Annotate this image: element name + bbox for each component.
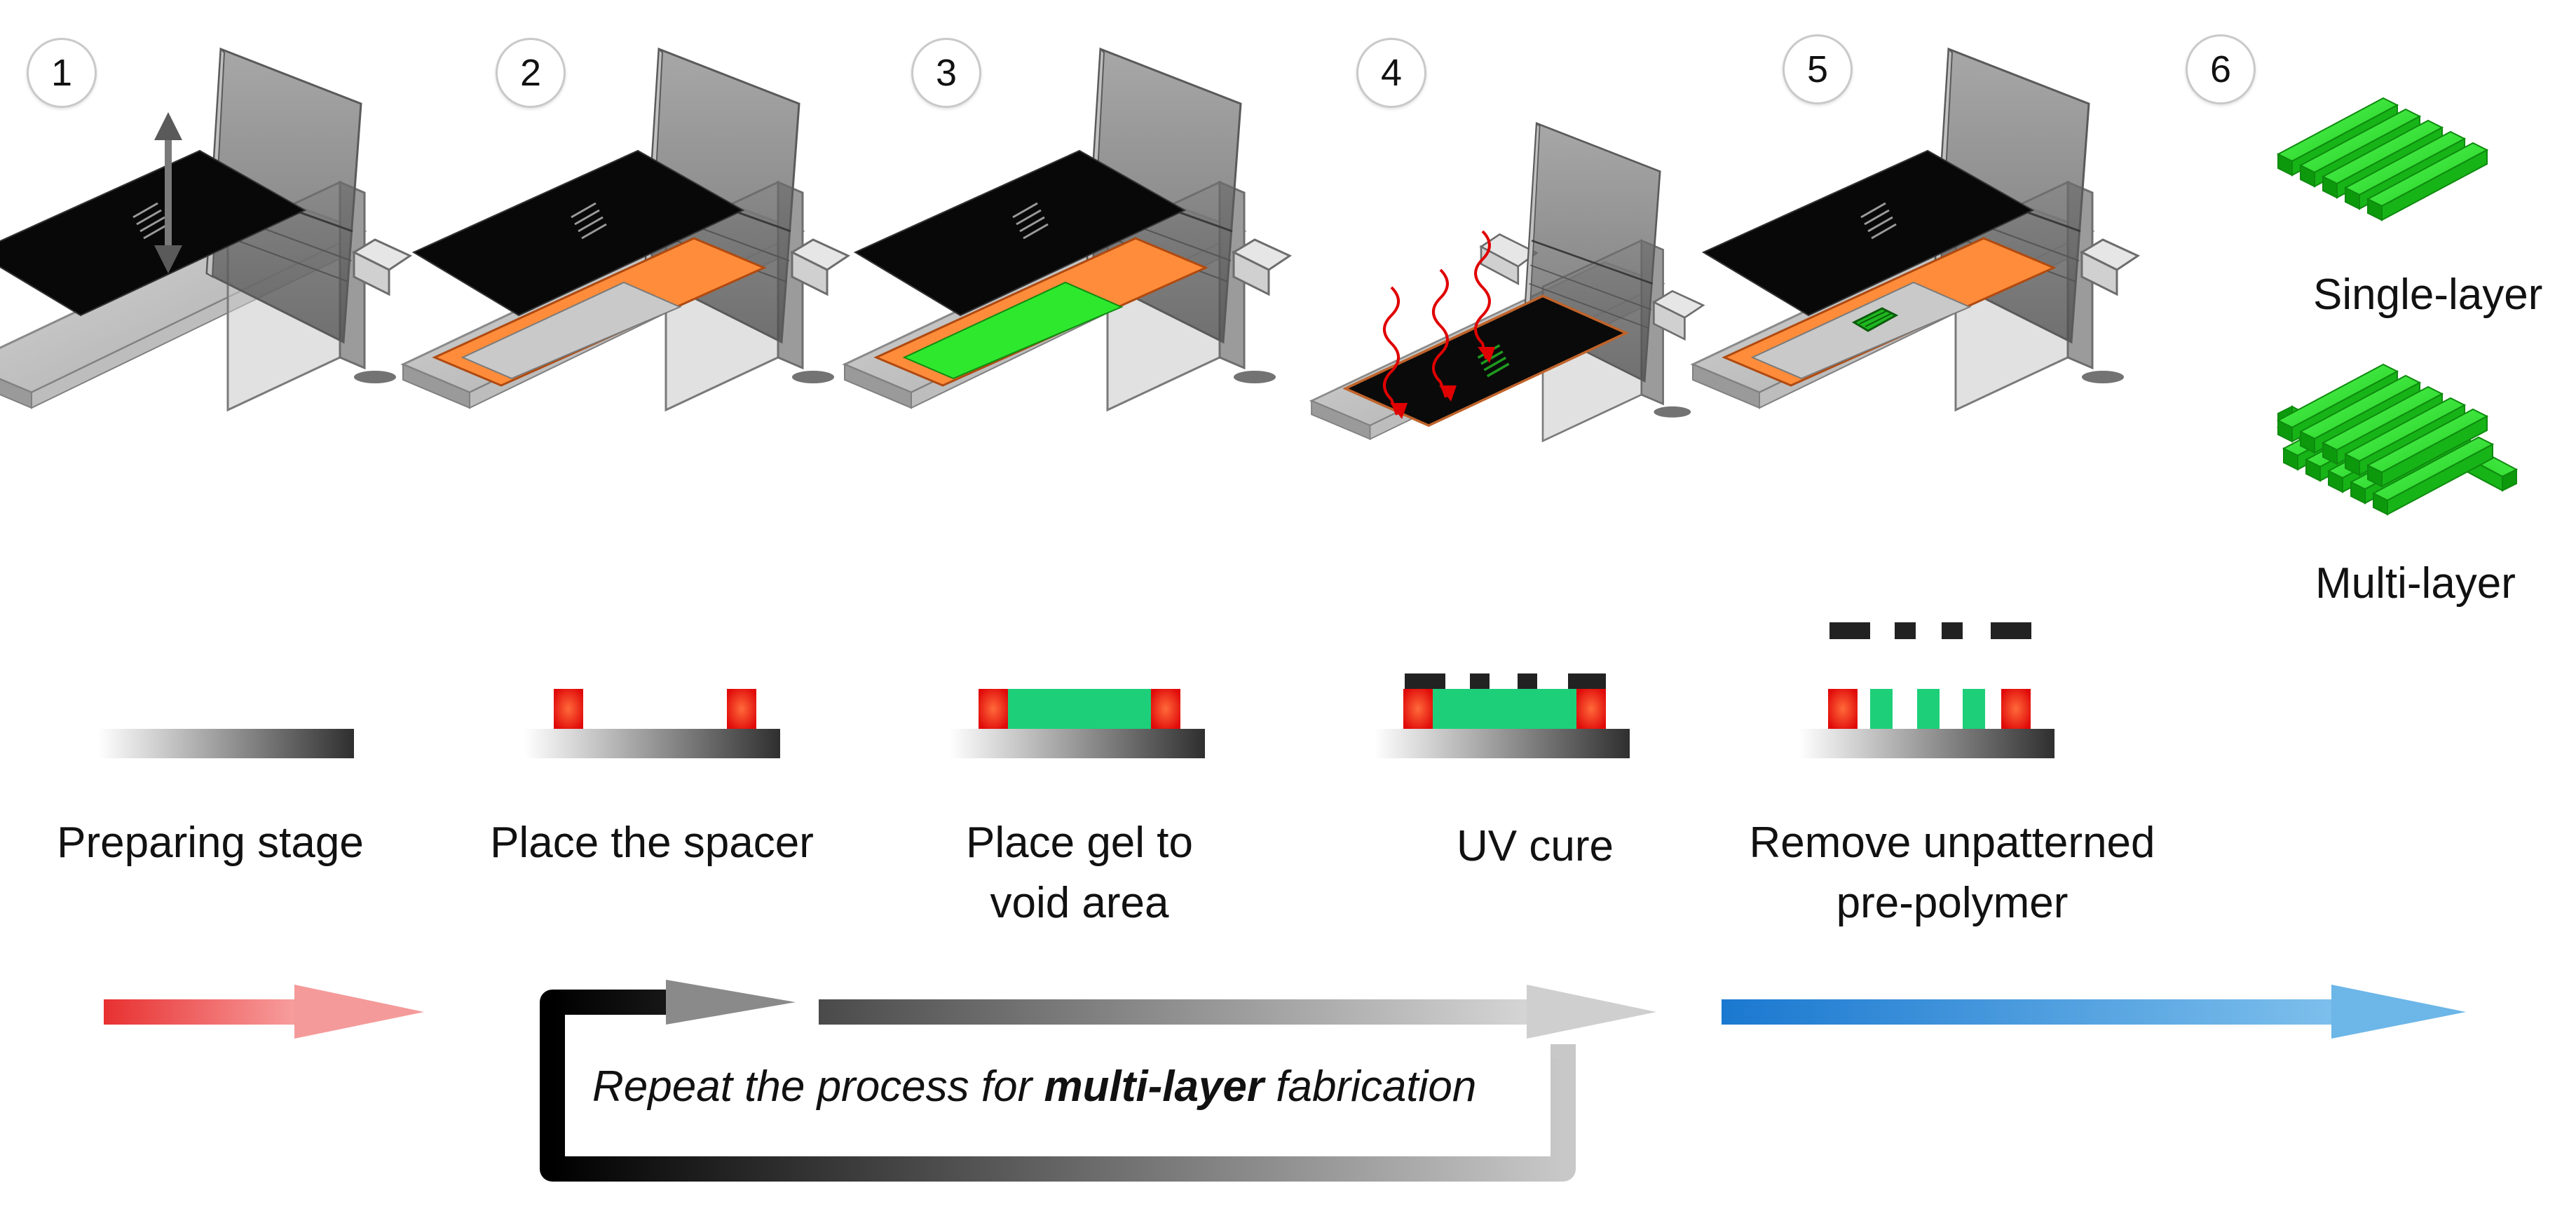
single-layer-label: Single-layer xyxy=(2313,271,2543,319)
arrow-final xyxy=(1722,985,2466,1039)
caption-step-5: Remove unpatterned pre-polymer xyxy=(1749,819,2155,927)
section5 xyxy=(1799,622,2054,758)
section3 xyxy=(949,689,1205,758)
caption-step-4: UV cure xyxy=(1457,822,1614,870)
step-number-3: 3 xyxy=(911,38,981,108)
single-layer-scaffold xyxy=(2276,97,2488,221)
section4 xyxy=(1374,673,1630,758)
step-number-5: 5 xyxy=(1783,34,1853,104)
caption-step-3: Place gel to void area xyxy=(966,819,1193,927)
repeat-note: Repeat the process for multi-layer fabri… xyxy=(592,1062,1477,1111)
caption-step-1: Preparing stage xyxy=(57,819,364,867)
lift-arrow-icon xyxy=(154,112,182,273)
step-number-6: 6 xyxy=(2186,34,2256,104)
step-number-2: 2 xyxy=(496,38,566,108)
section2 xyxy=(524,689,780,758)
step1-device xyxy=(0,48,411,411)
step-number-4: 4 xyxy=(1356,38,1426,108)
multi-layer-label: Multi-layer xyxy=(2315,559,2516,608)
step4-device xyxy=(1310,122,1705,442)
multi-layer-scaffold xyxy=(2277,364,2517,515)
step3-device xyxy=(843,48,1291,411)
section1-substrate xyxy=(98,729,354,758)
step-number-1: 1 xyxy=(27,38,97,108)
step2-device xyxy=(402,48,850,411)
step5-device xyxy=(1691,48,2139,411)
arrow-step1 xyxy=(104,985,424,1039)
repeat-loop xyxy=(540,980,1576,1182)
caption-step-2: Place the spacer xyxy=(490,819,814,867)
repeat-note-bold: multi-layer xyxy=(1044,1062,1265,1111)
uv-light-icon xyxy=(1383,230,1491,416)
arrow-steps2-4 xyxy=(819,985,1656,1039)
